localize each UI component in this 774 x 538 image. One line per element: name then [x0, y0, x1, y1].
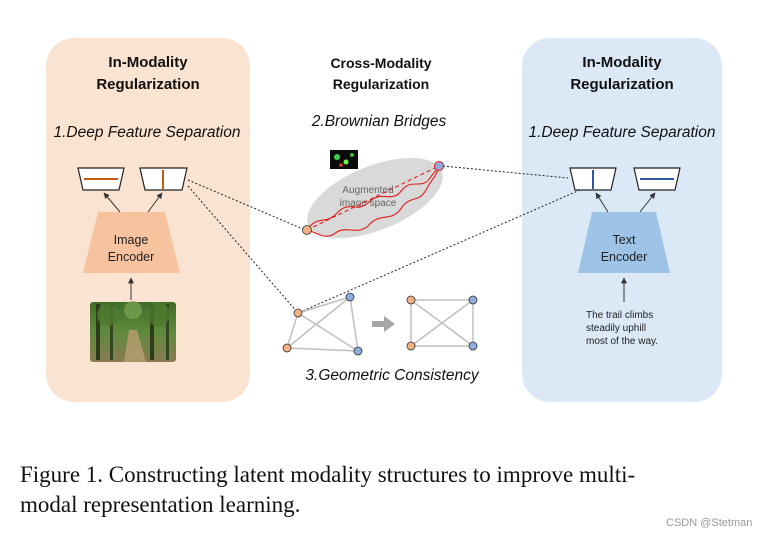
- graph-node-orange: [406, 295, 416, 305]
- connector-bridge-to-right-head: [442, 165, 569, 179]
- text-encoder-label-line1: Text: [613, 233, 636, 247]
- text-input-line1: The trail climbs: [586, 310, 653, 321]
- graph-node-blue: [468, 295, 478, 305]
- graph-node-orange: [282, 343, 292, 353]
- forest-input-image: [90, 301, 176, 362]
- graph-node-blue: [345, 292, 355, 302]
- brownian-bridges-label: 2.Brownian Bridges: [311, 113, 447, 130]
- augmented-space-label-line1: Augmented: [342, 185, 393, 196]
- text-input-line2: steadily uphill: [586, 323, 646, 334]
- caption-line1: Figure 1. Constructing latent modality s…: [20, 462, 636, 487]
- graph-node-blue: [353, 346, 363, 356]
- text-encoder-block: [578, 212, 670, 273]
- left-arrow-to-head-2: [147, 192, 163, 213]
- irregular-graph: [282, 292, 363, 356]
- image-encoder-label-line2: Encoder: [108, 250, 155, 264]
- transform-arrow: [372, 316, 395, 332]
- left-panel: In-Modality Regularization 1.Deep Featur…: [46, 38, 250, 402]
- left-arrow-to-head-1: [103, 192, 121, 213]
- augmented-image-thumbnail: [330, 150, 358, 169]
- right-arrow-to-head-2: [639, 192, 656, 213]
- brownian-bridge-straight: [306, 165, 440, 231]
- caption-line2: modal representation learning.: [20, 492, 301, 517]
- watermark: CSDN @Stetman: [666, 517, 753, 529]
- left-panel-subtitle: 1.Deep Feature Separation: [54, 124, 241, 141]
- augmented-space-label-line2: image space: [340, 198, 397, 209]
- bridge-start-node: [302, 225, 312, 235]
- center-title-line1: Cross-Modality: [330, 55, 431, 71]
- right-panel-subtitle: 1.Deep Feature Separation: [529, 124, 716, 141]
- text-input-line3: most of the way.: [586, 336, 658, 347]
- figure-caption: Figure 1. Constructing latent modality s…: [20, 460, 740, 520]
- connector-left-head-to-bridge: [187, 179, 304, 230]
- geometric-consistency-label: 3.Geometric Consistency: [305, 367, 479, 384]
- diagram-canvas: In-Modality Regularization 1.Deep Featur…: [46, 38, 722, 402]
- connector-left-head-to-graph: [187, 185, 299, 314]
- connector-right-head-to-graph: [297, 189, 581, 314]
- left-panel-title-line1: In-Modality: [108, 54, 188, 71]
- image-encoder-block: [83, 212, 180, 273]
- right-panel-title-line1: In-Modality: [582, 54, 662, 71]
- text-encoder-label-line2: Encoder: [601, 250, 648, 264]
- image-encoder-label-line1: Image: [114, 233, 149, 247]
- center-title-line2: Regularization: [333, 76, 429, 92]
- graph-node-blue: [468, 341, 478, 351]
- graph-node-orange: [406, 341, 416, 351]
- right-panel-title-line2: Regularization: [570, 76, 673, 93]
- center-section: Cross-Modality Regularization 2.Brownian…: [187, 55, 581, 384]
- right-panel: In-Modality Regularization 1.Deep Featur…: [522, 38, 722, 402]
- regular-graph: [406, 295, 478, 351]
- graph-node-orange: [293, 308, 303, 318]
- left-panel-title-line2: Regularization: [96, 76, 199, 93]
- right-arrow-to-head-1: [595, 192, 609, 213]
- bridge-end-node: [434, 161, 444, 171]
